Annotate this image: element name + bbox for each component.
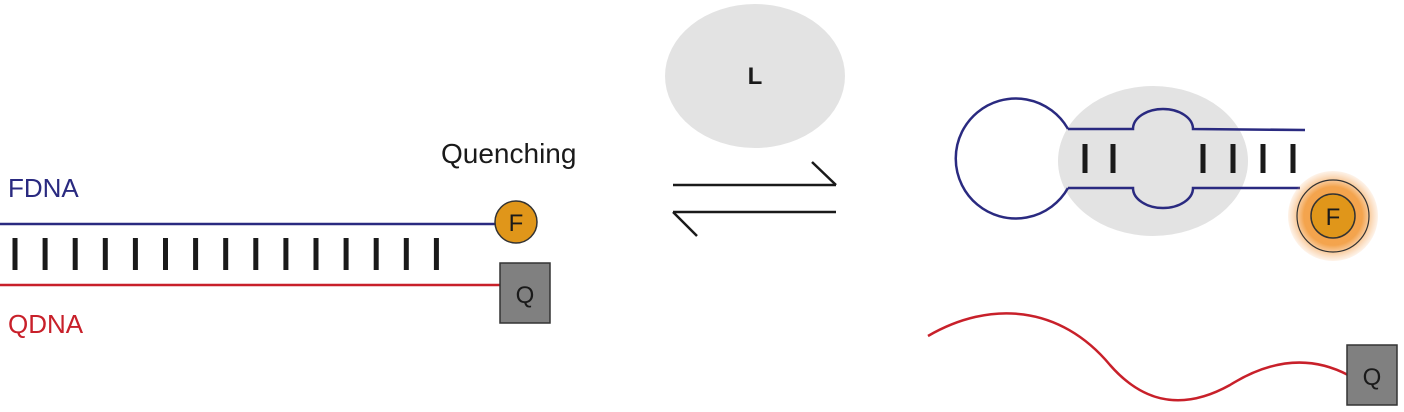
quencher-right-box (1346, 344, 1398, 406)
reverse-arrow-barb (672, 211, 698, 237)
base-pair (403, 238, 409, 270)
left-base-pairs (12, 238, 439, 270)
quencher-left-box (499, 262, 551, 324)
fluorophore-right-circle (1310, 193, 1356, 239)
base-pair (283, 238, 289, 270)
base-pair (1110, 144, 1116, 173)
aptamer-base-pairs (1082, 144, 1296, 173)
base-pair (1082, 144, 1088, 173)
base-pair (343, 238, 349, 270)
base-pair (42, 238, 48, 270)
quencher-left-label: Q (516, 282, 535, 309)
base-pair (12, 238, 18, 270)
aptamer-bottom-strand (1068, 186, 1300, 210)
aptamer-strand (954, 97, 1306, 220)
aptamer-top-strand (1068, 107, 1306, 132)
base-pair (1230, 144, 1236, 173)
base-pair (1260, 144, 1266, 173)
bound-ligand-ellipse (1058, 86, 1248, 236)
base-pair (1200, 144, 1206, 173)
base-pair (193, 238, 199, 270)
fdna-label: FDNA (8, 173, 79, 203)
fluorophore-right-label: F (1326, 204, 1341, 231)
forward-arrow-barb (811, 161, 837, 186)
quenching-label: Quenching (441, 138, 576, 169)
fluorophore-left: F (494, 200, 538, 244)
ligand: L (665, 4, 845, 148)
ligand-label: L (748, 63, 763, 90)
base-pair (253, 238, 259, 270)
base-pair (1290, 144, 1296, 173)
equilibrium-arrow (672, 161, 837, 237)
aptamer-loop (954, 97, 1070, 220)
quencher-left: Q (499, 262, 551, 324)
base-pair (223, 238, 229, 270)
quencher-right-label: Q (1363, 364, 1382, 391)
fluorophore-right: F (1288, 171, 1378, 261)
qdna-label: QDNA (8, 309, 84, 339)
base-pair (132, 238, 138, 270)
released-qdna-strand (927, 312, 1349, 402)
fluorophore-left-label: F (509, 210, 524, 237)
base-pair (433, 238, 439, 270)
base-pair (313, 238, 319, 270)
fluorophore-left-circle (494, 200, 538, 244)
quencher-right: Q (1346, 344, 1398, 406)
ligand-ellipse (665, 4, 845, 148)
base-pair (373, 238, 379, 270)
fluorophore-glow-ring (1296, 179, 1370, 253)
base-pair (72, 238, 78, 270)
base-pair (102, 238, 108, 270)
base-pair (163, 238, 168, 270)
